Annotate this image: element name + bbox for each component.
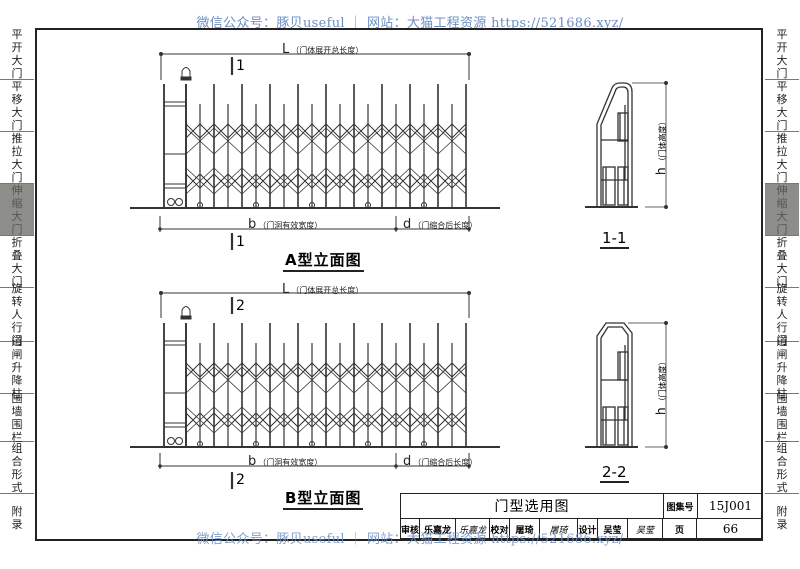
- tab-pingyi[interactable]: 平移大门: [0, 80, 34, 132]
- checker-signature: 屠琦: [540, 518, 578, 540]
- dim-L-a: L（门体展开总长度）: [282, 42, 364, 57]
- caption-elevation-b: B型立面图: [283, 487, 364, 510]
- dim-d-a: d（门缩合后长度）: [403, 217, 478, 232]
- dim-h-section-2: h（门体高度）: [654, 357, 668, 415]
- section-mark-a-bottom: 1: [236, 234, 245, 250]
- tab-tuila[interactable]: 推拉大门: [765, 132, 799, 184]
- elevation-b-drawing: [130, 291, 500, 489]
- tab-tuila[interactable]: 推拉大门: [0, 132, 34, 184]
- tab-zuhe[interactable]: 组合形式: [765, 442, 799, 494]
- checker-name: 屠琦: [510, 518, 540, 540]
- drawing-frame: [35, 28, 763, 541]
- page-number: 66: [722, 522, 739, 536]
- tab-weiqiang[interactable]: 围墙围栏: [765, 392, 799, 444]
- tab-pingkai[interactable]: 平开大门: [765, 28, 799, 80]
- tab-daozha[interactable]: 道闸升降柱: [765, 335, 799, 400]
- designer-name: 吴莹: [598, 518, 628, 540]
- set-number-label: 图集号: [663, 494, 698, 518]
- review-label: 审核: [401, 518, 420, 540]
- tab-xuanzhuan[interactable]: 旋转人行门: [0, 282, 34, 347]
- watermark-bottom: 微信公众号：豚贝useful ｜ 网站：大猫工程资源 https://52168…: [196, 532, 624, 547]
- page-label: 页: [663, 518, 697, 540]
- check-label: 校对: [490, 518, 510, 540]
- tab-pingyi[interactable]: 平移大门: [765, 80, 799, 132]
- tab-weiqiang[interactable]: 围墙围栏: [0, 392, 34, 444]
- section-mark-b-bottom: 2: [236, 472, 245, 488]
- caption-section-2: 2-2: [600, 463, 629, 483]
- title-block: 门型选用图 图集号 15J001 审核 乐嘉龙 乐嘉龙 校对 屠琦 屠琦 设计 …: [400, 493, 763, 540]
- designer-signature: 吴莹: [628, 518, 663, 540]
- tab-zhedie[interactable]: 折叠大门: [0, 236, 34, 288]
- dim-b-a: b（门洞有效宽度）: [248, 217, 323, 232]
- tab-pingkai[interactable]: 平开大门: [0, 28, 34, 80]
- dim-b-b: b（门洞有效宽度）: [248, 454, 323, 469]
- set-number-value: 15J001: [709, 499, 752, 513]
- dim-h-section-1: h（门体高度）: [654, 117, 668, 175]
- side-tabs-left: 平开大门 平移大门 推拉大门 伸缩大门 折叠大门 旋转人行门 道闸升降柱 围墙围…: [0, 28, 34, 542]
- dim-d-b: d（门缩合后长度）: [403, 454, 478, 469]
- tab-daozha[interactable]: 道闸升降柱: [0, 335, 34, 400]
- dim-L-b: L（门体展开总长度）: [282, 282, 364, 297]
- section-2-drawing: [585, 321, 668, 449]
- tab-shensuo[interactable]: 伸缩大门: [0, 184, 34, 236]
- tab-fulu[interactable]: 附录: [776, 505, 788, 531]
- section-mark-a-top: 1: [236, 58, 245, 74]
- reviewer-signature: 乐嘉龙: [456, 518, 490, 540]
- reviewer-name: 乐嘉龙: [420, 518, 456, 540]
- caption-section-1: 1-1: [600, 229, 629, 249]
- tab-xuanzhuan[interactable]: 旋转人行门: [765, 282, 799, 347]
- tab-zhedie[interactable]: 折叠大门: [765, 236, 799, 288]
- section-mark-b-top: 2: [236, 298, 245, 314]
- section-1-drawing: [585, 81, 668, 209]
- drawing-title: 门型选用图: [401, 494, 664, 518]
- side-tabs-right: 平开大门 平移大门 推拉大门 伸缩大门 折叠大门 旋转人行门 道闸升降柱 围墙围…: [765, 28, 799, 542]
- tab-fulu[interactable]: 附录: [11, 505, 23, 531]
- elevation-a-drawing: [130, 52, 500, 250]
- tab-shensuo[interactable]: 伸缩大门: [765, 184, 799, 236]
- caption-elevation-a: A型立面图: [283, 249, 364, 272]
- tab-zuhe[interactable]: 组合形式: [0, 442, 34, 494]
- watermark-top: 微信公众号：豚贝useful ｜ 网站：大猫工程资源 https://52168…: [196, 16, 624, 31]
- design-label: 设计: [578, 518, 598, 540]
